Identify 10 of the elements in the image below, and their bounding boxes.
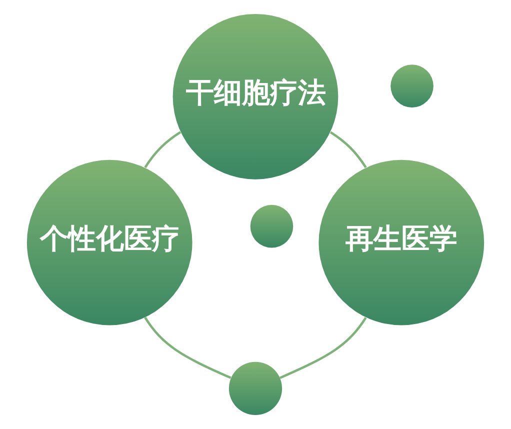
node-circle: 干细胞疗法 bbox=[172, 14, 338, 180]
node-circle: 个性化医疗 bbox=[26, 160, 192, 326]
connector bbox=[280, 316, 367, 379]
node-circle bbox=[250, 204, 294, 248]
connector bbox=[144, 131, 182, 168]
connector bbox=[330, 131, 367, 168]
node-circle bbox=[228, 362, 282, 416]
node-circle bbox=[390, 64, 434, 108]
node-circle: 再生医学 bbox=[318, 160, 484, 326]
connector bbox=[144, 316, 232, 379]
